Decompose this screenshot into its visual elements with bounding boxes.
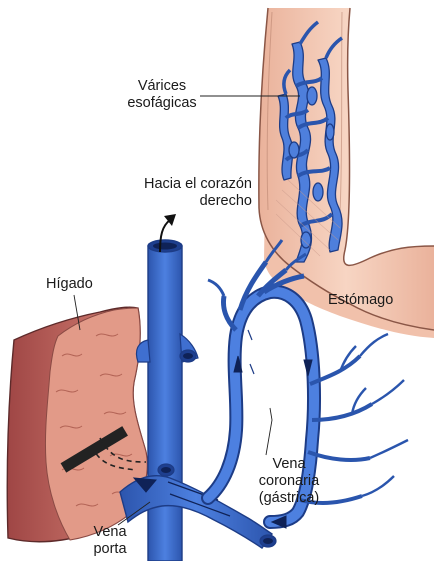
label-heart: Hacia el corazón derecho bbox=[112, 176, 252, 210]
leader-lines bbox=[73, 95, 300, 526]
label-portal-line1: Vena bbox=[93, 524, 127, 540]
label-coronary-line2: coronaria bbox=[258, 473, 320, 489]
label-heart-line2: derecho bbox=[199, 193, 252, 209]
label-portal-vein: Vena porta bbox=[80, 524, 140, 558]
coronary-vein bbox=[201, 239, 409, 529]
label-varices-line1: Várices bbox=[137, 78, 187, 94]
label-portal-line2: porta bbox=[93, 541, 127, 557]
heart-arrow bbox=[159, 214, 176, 253]
liver bbox=[6, 306, 148, 543]
label-coronary-vein: Vena coronaria (gástrica) bbox=[246, 456, 332, 507]
label-varices-line2: esofágicas bbox=[127, 95, 197, 111]
label-stomach: Estómago bbox=[328, 292, 394, 308]
label-liver: Hígado bbox=[46, 276, 93, 292]
label-coronary-line1: Vena bbox=[272, 456, 306, 472]
varices-texture bbox=[275, 179, 341, 257]
label-esophageal-varices: Várices esofágicas bbox=[116, 78, 208, 112]
label-heart-line1: Hacia el corazón bbox=[144, 176, 252, 192]
dashed-vessel bbox=[91, 437, 147, 471]
label-coronary-line3: (gástrica) bbox=[258, 490, 320, 506]
flow-arrows bbox=[132, 355, 313, 529]
inferior-vena-cava bbox=[135, 239, 199, 561]
